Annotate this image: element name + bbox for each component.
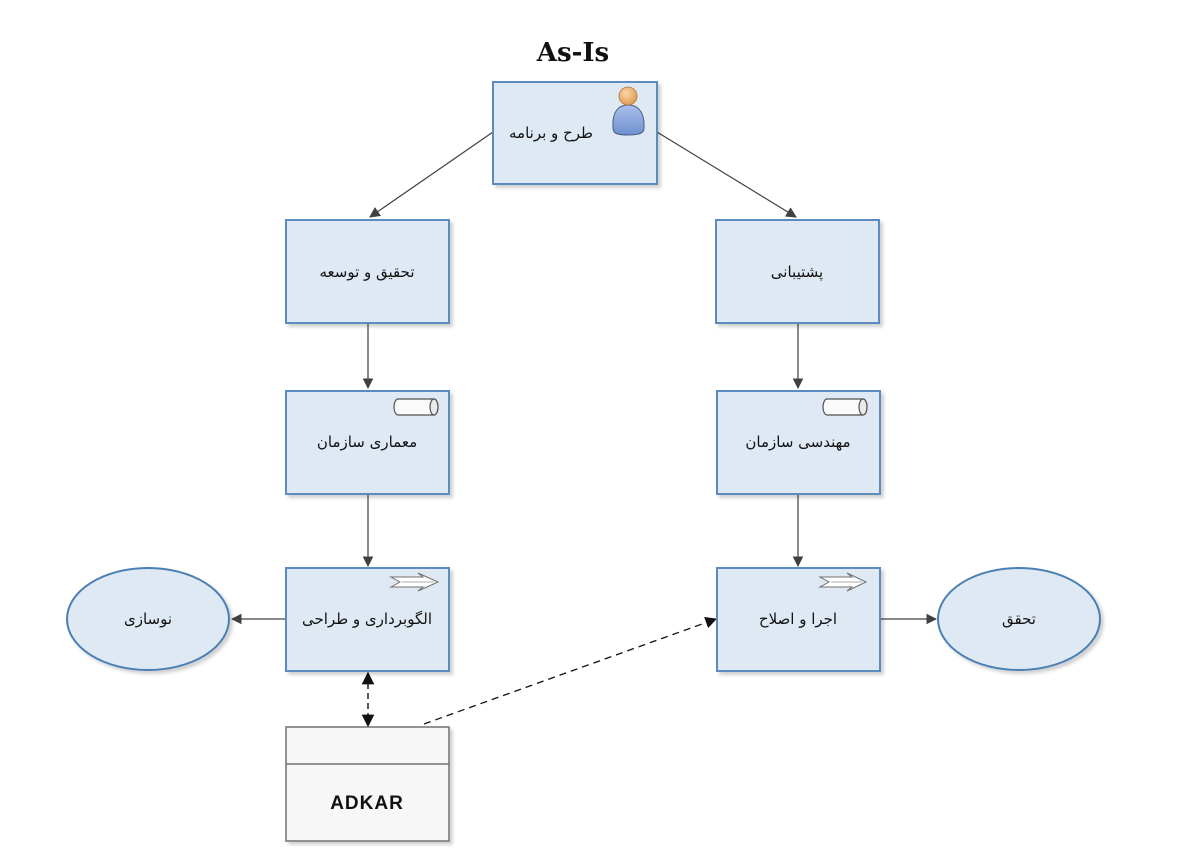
node-plan[interactable]: طرح و برنامه (492, 81, 658, 185)
edge-adkar-implement (423, 617, 718, 725)
node-label: نوسازی (124, 610, 172, 628)
node-label: اجرا و اصلاح (759, 610, 837, 628)
node-oe[interactable]: مهندسی سازمان (716, 390, 881, 495)
node-label: ADKAR (330, 793, 404, 814)
node-label: طرح و برنامه (509, 124, 593, 142)
node-label: مهندسی سازمان (745, 433, 850, 451)
node-adkar[interactable]: ADKAR (285, 726, 450, 842)
node-label: معماری سازمان (317, 433, 417, 451)
diagram-title: As-Is (536, 38, 610, 68)
node-implement[interactable]: اجرا و اصلاح (716, 567, 881, 672)
cylinder-icon (822, 398, 868, 416)
node-support[interactable]: پشتیبانی (715, 219, 880, 324)
edges (230, 131, 938, 728)
node-realize[interactable]: تحقق (937, 567, 1101, 671)
node-ea[interactable]: معماری سازمان (285, 390, 450, 495)
node-label: تحقق (1002, 610, 1036, 628)
edge-plan-support (656, 131, 797, 218)
double-arrow-icon (818, 572, 868, 592)
node-renewal[interactable]: نوسازی (66, 567, 230, 671)
node-label: الگوبرداری و طراحی (302, 610, 432, 628)
node-label: تحقیق و توسعه (319, 263, 414, 281)
person-icon (612, 86, 645, 136)
node-modeling[interactable]: الگوبرداری و طراحی (285, 567, 450, 672)
cylinder-icon (393, 398, 439, 416)
node-rnd[interactable]: تحقیق و توسعه (285, 219, 450, 324)
node-label: پشتیبانی (771, 263, 823, 282)
double-arrow-icon (389, 572, 440, 592)
edge-plan-rnd (369, 131, 494, 218)
